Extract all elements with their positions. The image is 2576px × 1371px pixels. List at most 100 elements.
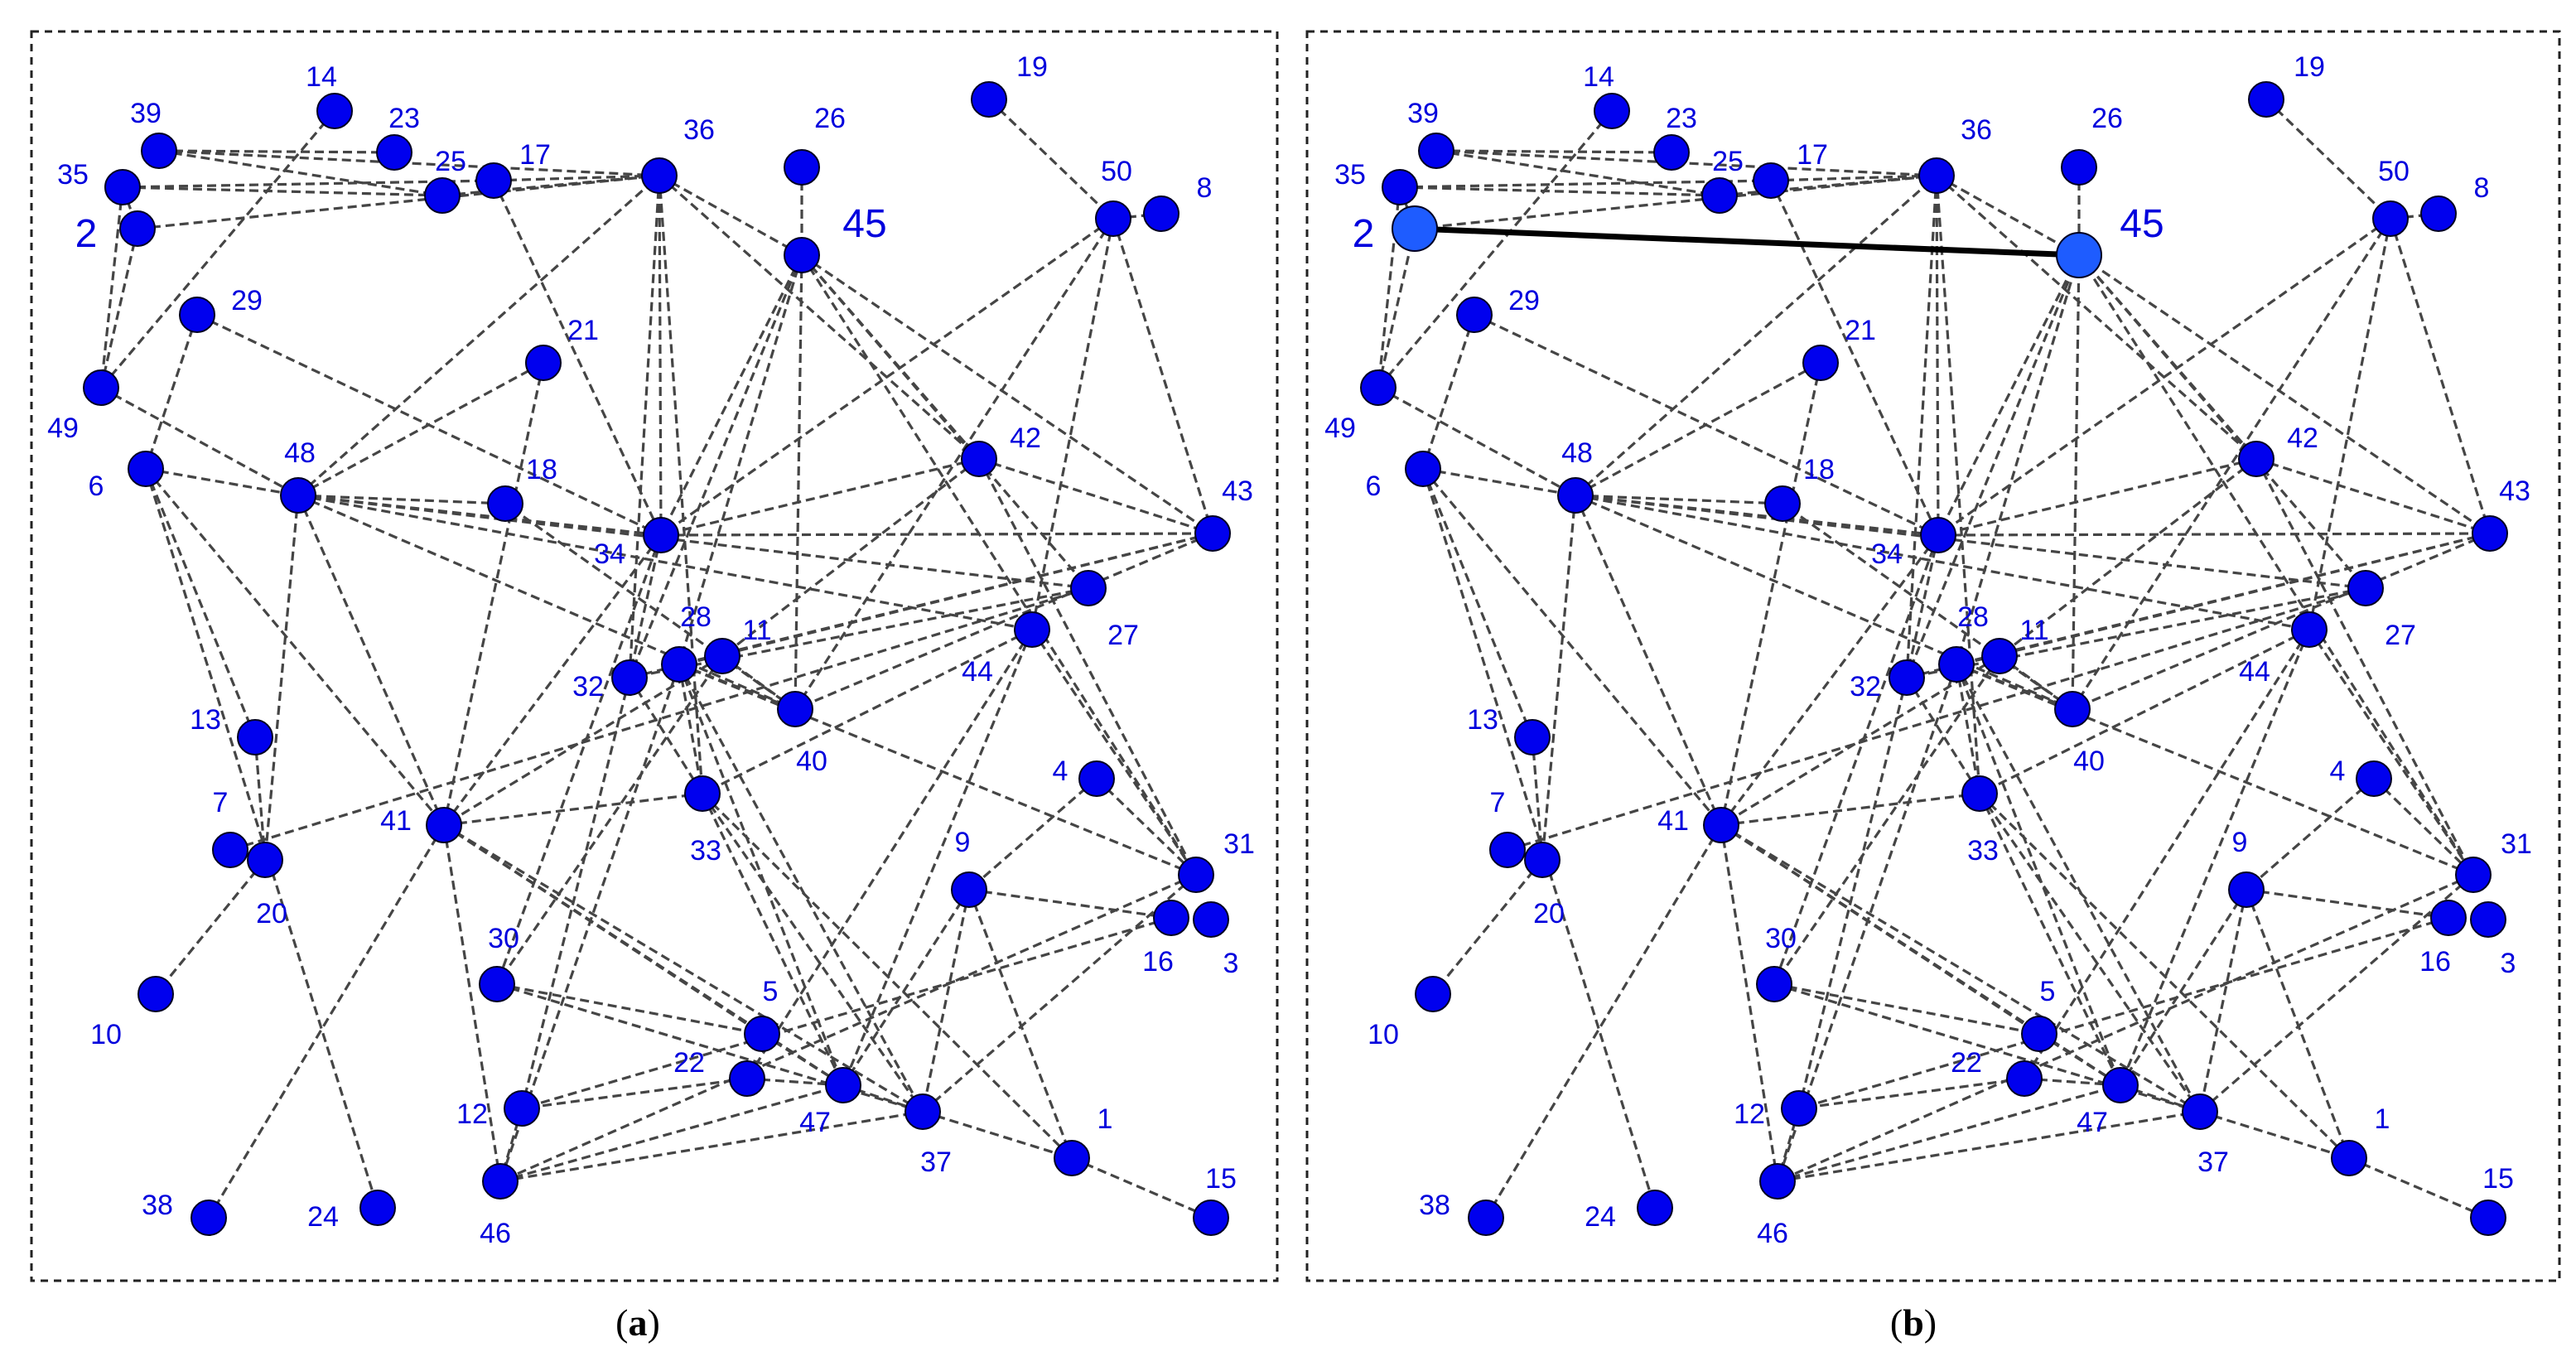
- node-22: [729, 1060, 765, 1097]
- edge-46-37: [1777, 1110, 2201, 1183]
- edge-14-49: [99, 109, 336, 389]
- edge-45-32: [1905, 254, 2081, 678]
- node-44: [1014, 611, 1050, 648]
- node-label-16: 16: [2419, 946, 2451, 978]
- node-41: [426, 807, 462, 843]
- edge-6-24: [144, 468, 379, 1209]
- node-label-1: 1: [2375, 1103, 2390, 1135]
- node-label-25: 25: [1712, 146, 1744, 177]
- node-label-34: 34: [1871, 538, 1903, 570]
- edge-50-34: [1937, 217, 2391, 537]
- edge-48-27: [297, 494, 1089, 590]
- edge-48-27: [1575, 494, 2366, 590]
- edge-48-20: [1541, 495, 1577, 861]
- edge-9-1: [2245, 889, 2351, 1159]
- node-12: [504, 1090, 540, 1127]
- node-label-1: 1: [1097, 1103, 1113, 1135]
- edge-23-39: [158, 149, 395, 154]
- node-labels: 1234567891011121314151617181920212223242…: [1324, 51, 2532, 1249]
- edge-34-32: [628, 534, 663, 678]
- edge-43-40: [2072, 532, 2491, 711]
- edge-27-7: [229, 587, 1089, 852]
- node-49: [83, 369, 119, 406]
- edge-42-34: [1937, 457, 2257, 537]
- edge-41-37: [443, 823, 924, 1113]
- node-12: [1781, 1090, 1817, 1127]
- node-40: [2054, 691, 2091, 727]
- node-33: [1961, 775, 1998, 812]
- edge-48-41: [1574, 495, 1723, 826]
- node-43: [2472, 515, 2508, 552]
- node-13: [1514, 719, 1551, 755]
- edge-43-40: [794, 532, 1213, 711]
- node-label-13: 13: [1467, 704, 1498, 736]
- node-label-9: 9: [955, 827, 971, 858]
- node-label-36: 36: [683, 114, 715, 146]
- node-28: [661, 646, 697, 683]
- node-22: [2006, 1060, 2043, 1097]
- node-label-48: 48: [284, 437, 316, 469]
- edge-48-21: [297, 361, 544, 497]
- node-15: [2470, 1200, 2506, 1236]
- node-label-33: 33: [1967, 835, 1999, 867]
- node-6: [128, 451, 164, 487]
- edge-46-37: [499, 1110, 924, 1183]
- edge-45-40: [794, 254, 803, 710]
- node-41: [1703, 807, 1739, 843]
- panel-b: 1234567891011121314151617181920212223242…: [1305, 30, 2561, 1282]
- node-label-18: 18: [1803, 454, 1835, 485]
- node-label-28: 28: [1957, 601, 1989, 633]
- edge-32-12: [1797, 677, 1908, 1109]
- edge-32-33: [628, 677, 704, 794]
- edge-6-41: [1421, 467, 1723, 827]
- node-label-16: 16: [1142, 946, 1174, 978]
- edge-36-42: [1935, 174, 2258, 461]
- node-11: [704, 638, 740, 674]
- edge-36-45: [658, 174, 803, 257]
- node-label-44: 44: [962, 656, 993, 688]
- edge-44-33: [702, 628, 1033, 795]
- edge-34-43: [660, 532, 1213, 537]
- node-labels: 1234567891011121314151617181920212223242…: [47, 51, 1255, 1249]
- edge-6-13: [144, 468, 257, 738]
- node-25: [1701, 177, 1738, 214]
- edge-28-33: [1955, 664, 1981, 794]
- node-label-23: 23: [1666, 103, 1697, 134]
- node-label-19: 19: [2294, 51, 2325, 83]
- node-label-45: 45: [842, 202, 886, 246]
- edge-33-37: [1978, 793, 2202, 1113]
- node-label-11: 11: [2019, 615, 2048, 646]
- node-27: [1070, 570, 1107, 606]
- edge-42-11: [721, 457, 980, 658]
- edge-44-31: [1030, 629, 1198, 876]
- node-39: [1418, 133, 1454, 169]
- panel-frame: [30, 30, 1279, 1282]
- edge-50-40: [2071, 218, 2392, 710]
- edge-30-5: [1773, 982, 2040, 1035]
- edge-28-31: [678, 663, 1197, 876]
- edge-1-15: [1071, 1156, 1212, 1219]
- edge-35-17: [122, 179, 494, 189]
- node-label-48: 48: [1561, 437, 1593, 469]
- edge-27-32: [629, 587, 1089, 679]
- edge-37-1: [922, 1110, 1073, 1160]
- node-5: [2021, 1016, 2057, 1052]
- edge-43-28: [1956, 532, 2491, 666]
- edge-48-40: [1575, 494, 2073, 711]
- edge-4-9: [2245, 777, 2376, 891]
- edge-42-31: [2255, 458, 2475, 876]
- edge-29-6: [1421, 314, 1476, 470]
- node-16: [1153, 900, 1189, 936]
- edge-43-28: [678, 532, 1213, 666]
- edge-44-47: [2119, 629, 2311, 1086]
- edge-44-22: [745, 629, 1034, 1079]
- edge-48-36: [297, 174, 661, 497]
- node-label-37: 37: [920, 1147, 952, 1178]
- node-31: [1178, 857, 1214, 893]
- edge-36-34: [1935, 175, 1940, 536]
- node-label-2: 2: [1353, 212, 1375, 256]
- node-label-14: 14: [1583, 61, 1614, 93]
- panel-frame: [1305, 30, 2561, 1282]
- node-5: [744, 1016, 780, 1052]
- edge-32-33: [1905, 677, 1981, 794]
